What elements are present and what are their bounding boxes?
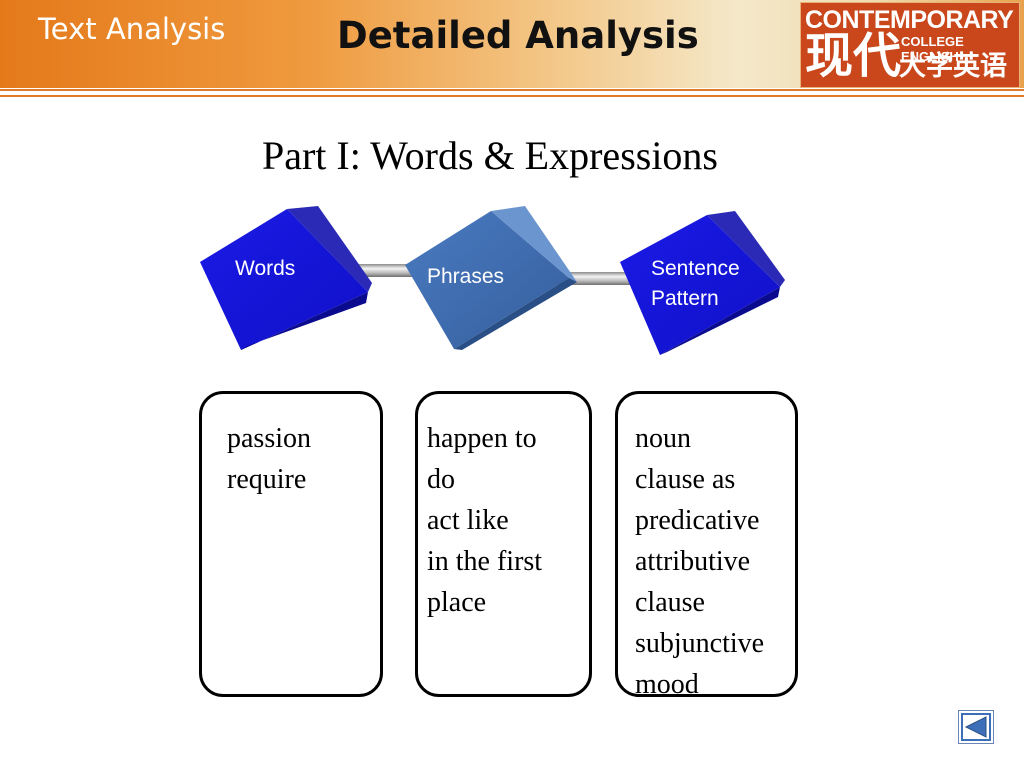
phrases-item: act like: [427, 505, 509, 536]
words-node: [200, 206, 372, 350]
phrases-item: in the first: [427, 546, 543, 577]
words-item: passion: [227, 423, 311, 454]
logo-text-contemporary: CONTEMPORARY: [805, 6, 1014, 34]
words-node-label: Words: [235, 257, 296, 280]
phrases-node: [405, 206, 577, 350]
back-button[interactable]: [958, 710, 994, 744]
logo-text-daxue-yingyu: 大学英语: [899, 51, 1007, 82]
sentence-pattern-label-line: Pattern: [651, 287, 719, 310]
sentence-item: noun: [635, 423, 691, 454]
phrases-node-label: Phrases: [427, 265, 505, 288]
header-rule: [0, 89, 1024, 91]
sentence-item: mood: [635, 669, 699, 700]
back-arrow-icon: [961, 713, 991, 741]
words-box: passion require: [199, 391, 383, 697]
words-item: require: [227, 464, 307, 495]
sentence-pattern-node-label: Sentence Pattern: [651, 254, 781, 314]
contemporary-college-english-logo: CONTEMPORARY 现代 COLLEGE ENGLISH 大学英语: [800, 2, 1020, 88]
slide-title: Detailed Analysis: [337, 14, 699, 57]
sentence-pattern-node: [620, 211, 785, 355]
sentence-item: clause as: [635, 464, 736, 495]
sentence-item: subjunctive: [635, 628, 765, 659]
part-heading: Part I: Words & Expressions: [261, 133, 718, 178]
phrases-box: happen to do act like in the first place: [415, 391, 592, 697]
sentence-item: attributive: [635, 546, 751, 577]
sentence-pattern-box: noun clause as predicative attributive c…: [615, 391, 798, 700]
logo-text-college-english: COLLEGE ENGLISH: [901, 34, 964, 64]
sentence-item: clause: [635, 587, 705, 618]
phrases-item: place: [427, 587, 487, 618]
sentence-pattern-label-line: Sentence: [651, 257, 740, 280]
header-rule: [0, 95, 1024, 97]
phrases-item: happen to: [427, 423, 537, 454]
sentence-item: predicative: [635, 505, 760, 536]
phrases-item: do: [427, 464, 455, 495]
section-title: Text Analysis: [38, 12, 226, 46]
logo-text-xiandai: 现代: [805, 28, 902, 84]
